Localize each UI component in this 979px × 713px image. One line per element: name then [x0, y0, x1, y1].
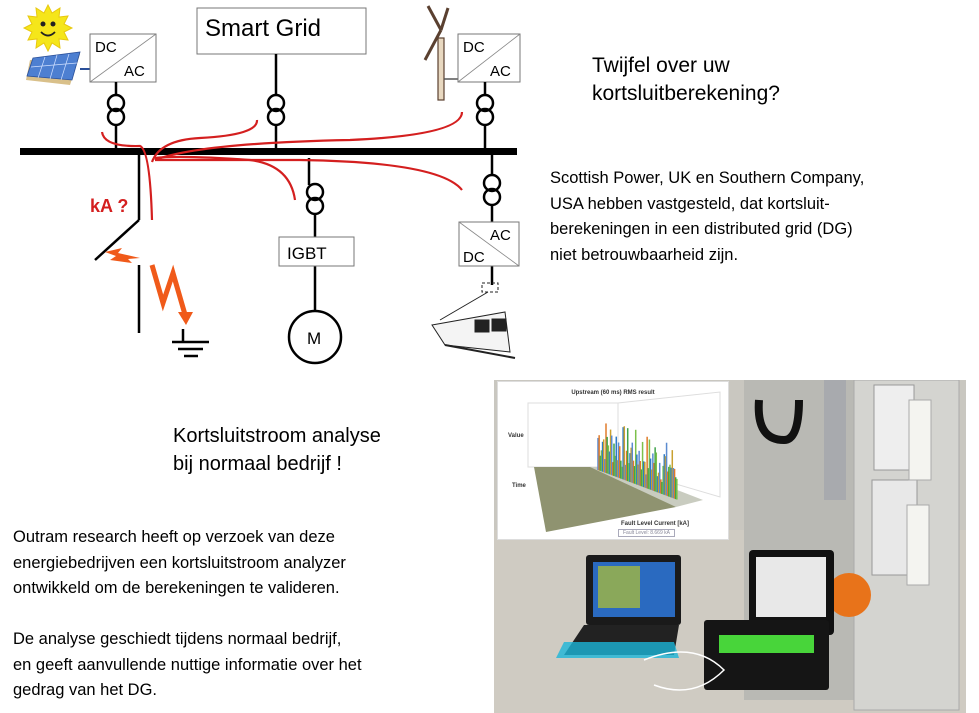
- fault-level-readout: Fault Level: 8.669 kA: [618, 529, 675, 537]
- analysis-title: Kortsluitstroom analyse bij normaal bedr…: [173, 422, 381, 478]
- dc-ac-converter-right: DC AC: [457, 33, 521, 83]
- orange-reel: [827, 573, 871, 617]
- wire-duct: [824, 380, 846, 500]
- title-line: kortsluitberekening?: [592, 82, 780, 105]
- chart-title: Upstream (60 ms) RMS result: [571, 390, 655, 396]
- fault-current-label: kA ?: [90, 196, 128, 216]
- transformer-icon: [106, 93, 126, 113]
- title-line: Twijfel over uw: [592, 54, 730, 77]
- transformer-icon: [305, 182, 325, 202]
- paragraph-line: gedrag van het DG.: [13, 681, 158, 699]
- cable: [754, 399, 803, 445]
- motor-icon: [287, 309, 343, 365]
- igbt-label: IGBT: [287, 244, 327, 263]
- motor-label: M: [307, 329, 321, 348]
- fault-current-paths: [100, 111, 464, 221]
- paragraph-line: niet betrouwbaarheid zijn.: [550, 245, 739, 264]
- laptop-icon: [556, 555, 681, 658]
- question-title: Twijfel over uw kortsluitberekening?: [592, 52, 780, 108]
- usb-cable: [643, 651, 726, 691]
- analysis-paragraph: De analyse geschiedt tijdens normaal bed…: [13, 627, 362, 704]
- sun-icon: [22, 3, 74, 53]
- converter-dc-label: DC: [95, 39, 117, 56]
- paragraph-line: Scottish Power, UK en Southern Company,: [550, 169, 865, 187]
- transformer-icon: [475, 93, 495, 113]
- paragraph-line: en geeft aanvullende nuttige informatie …: [13, 655, 362, 674]
- smart-grid-label: Smart Grid: [205, 15, 321, 42]
- outram-paragraph: Outram research heeft op verzoek van dez…: [13, 525, 346, 602]
- utilities-paragraph: Scottish Power, UK en Southern Company, …: [550, 166, 864, 268]
- chart-z-label: Time: [512, 483, 526, 489]
- smart-grid-diagram: DC AC Smart Grid DC AC: [20, 3, 521, 365]
- solar-panel-icon: [26, 51, 90, 85]
- paragraph-line: Outram research heeft op verzoek van dez…: [13, 528, 335, 546]
- paragraph-line: berekeningen in een distributed grid (DG…: [550, 220, 853, 238]
- bus-bar: [20, 148, 517, 155]
- paragraph-line: USA hebben vastgesteld, dat kortsluit-: [550, 194, 830, 213]
- smart-grid-box: Smart Grid: [196, 7, 367, 55]
- chart-y-label: Value: [508, 433, 524, 439]
- lightning-bolt-icon: [149, 264, 193, 325]
- ac-dc-converter-train: AC DC: [458, 221, 520, 267]
- wind-turbine-icon: [423, 5, 458, 101]
- converter-ac-label: AC: [490, 227, 511, 244]
- fault-level-chart-inset: Upstream (60 ms) RMS result Value Time F…: [497, 381, 729, 540]
- paragraph-line: De analyse geschiedt tijdens normaal bed…: [13, 630, 342, 648]
- paragraph-line: energiebedrijven een kortsluitstroom ana…: [13, 553, 346, 572]
- analyzer-case-icon: [704, 550, 834, 690]
- paragraph-line: ontwikkeld om de berekeningen te valider…: [13, 579, 340, 597]
- train-icon: [431, 282, 516, 359]
- chart-spikes: [597, 423, 678, 500]
- converter-dc-label: DC: [463, 39, 485, 56]
- transformer-icon: [482, 173, 502, 193]
- chart-x-label: Fault Level Current [kA]: [621, 521, 690, 527]
- title-line: Kortsluitstroom analyse: [173, 425, 381, 447]
- spark-icon: [105, 248, 140, 263]
- converter-ac-label: AC: [124, 63, 145, 80]
- title-line: bij normaal bedrijf !: [173, 453, 342, 475]
- transformer-icon: [266, 93, 286, 113]
- relay-module: [873, 384, 915, 471]
- dc-ac-converter-left: DC AC: [89, 33, 157, 83]
- igbt-box: IGBT: [278, 236, 355, 267]
- equipment-photo: [494, 380, 966, 713]
- converter-ac-label: AC: [490, 63, 511, 80]
- converter-dc-label: DC: [463, 249, 485, 266]
